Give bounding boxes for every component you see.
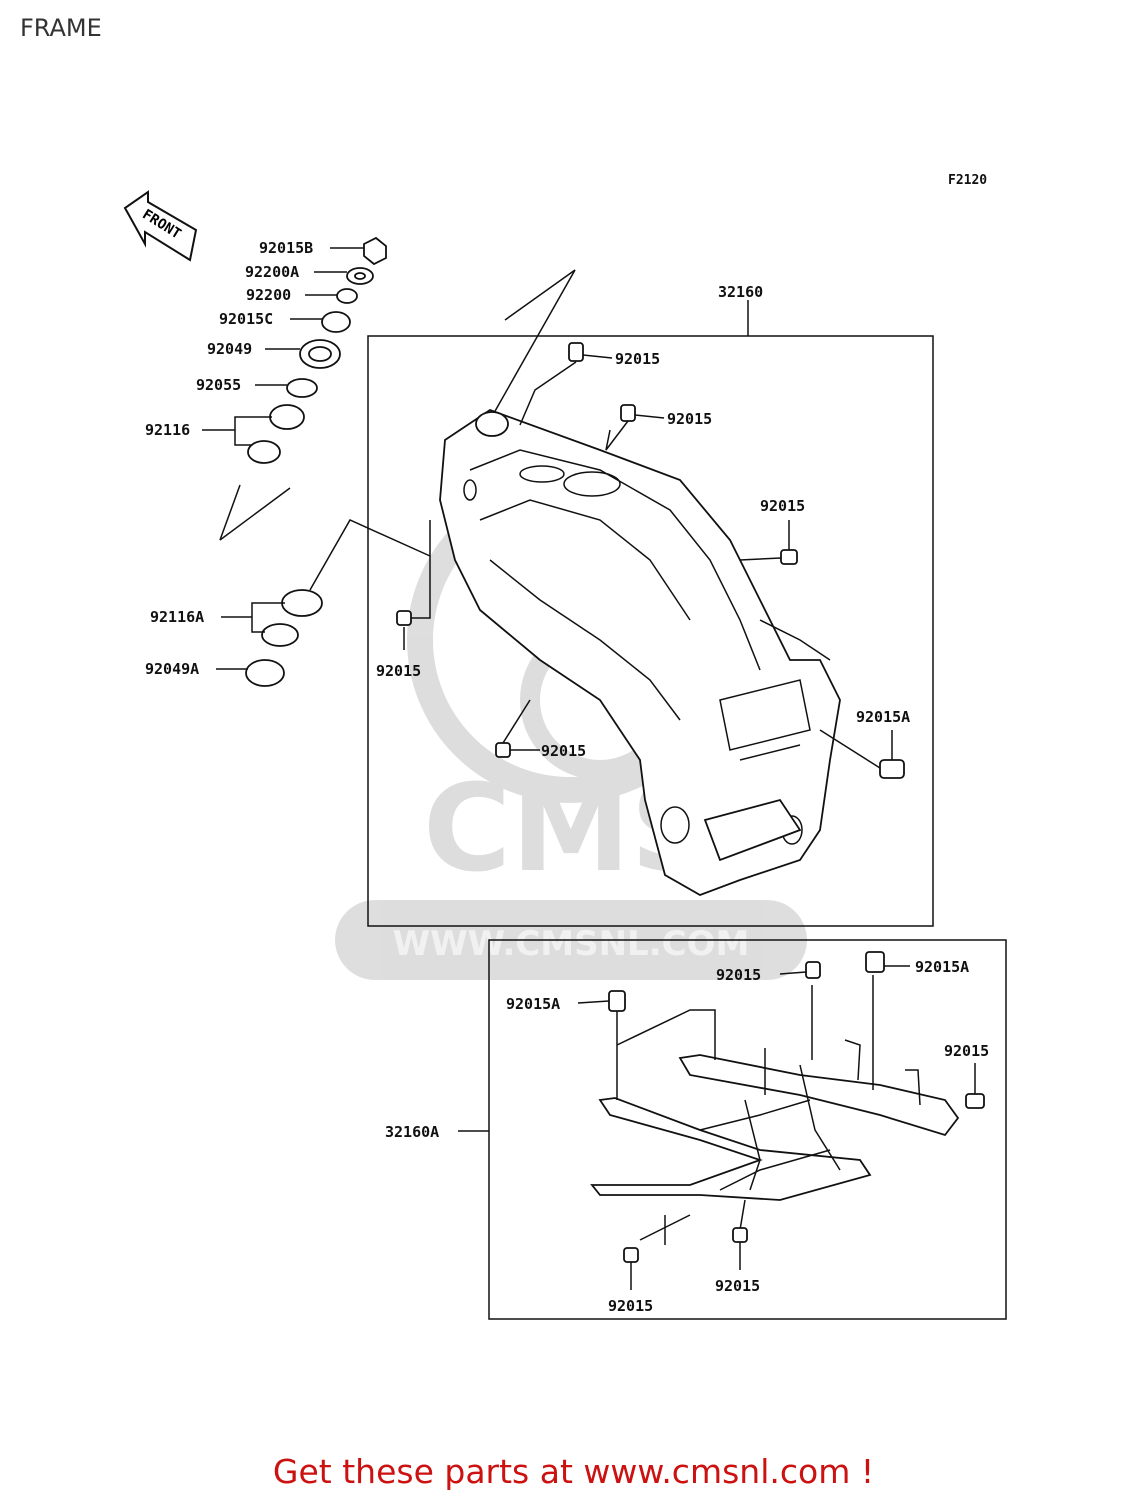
callout-sub-92015-b: 92015 bbox=[944, 1042, 989, 1060]
shop-link-banner[interactable]: Get these parts at www.cmsnl.com ! bbox=[272, 1452, 875, 1491]
callout-main-92015-d: 92015 bbox=[376, 662, 421, 680]
main-frame-box bbox=[367, 335, 934, 927]
frame-parts-diagram: CMS WWW.CMSNL.COM F2120 FRONT bbox=[123, 173, 1007, 1320]
callout-sub-92015-d: 92015 bbox=[608, 1297, 653, 1315]
callout-main-92015-b: 92015 bbox=[667, 410, 712, 428]
callout-main-92015-e: 92015 bbox=[541, 742, 586, 760]
main-frame-drawing bbox=[439, 408, 841, 896]
callout-92200A: 92200A bbox=[245, 263, 299, 281]
callout-92200: 92200 bbox=[246, 286, 291, 304]
steering-stem-parts bbox=[219, 236, 431, 687]
callout-32160A: 32160A bbox=[385, 1123, 439, 1141]
watermark-url-text: WWW.CMSNL.COM bbox=[393, 924, 750, 964]
callout-sub-92015-a: 92015 bbox=[716, 966, 761, 984]
callout-92015B: 92015B bbox=[259, 239, 313, 257]
callout-92049: 92049 bbox=[207, 340, 252, 358]
figure-code: F2120 bbox=[948, 173, 987, 188]
callout-92116A: 92116A bbox=[150, 608, 204, 626]
main-frame-bolt-leaders bbox=[403, 354, 893, 769]
callout-92055: 92055 bbox=[196, 376, 241, 394]
callout-32160: 32160 bbox=[718, 283, 763, 301]
front-direction-arrow: FRONT bbox=[123, 190, 198, 262]
subframe-bolt-leaders bbox=[577, 965, 976, 1290]
callout-92116: 92116 bbox=[145, 421, 190, 439]
subframe-box bbox=[488, 939, 1007, 1320]
callout-92015C: 92015C bbox=[219, 310, 273, 328]
callout-sub-92015A-b: 92015A bbox=[506, 995, 560, 1013]
callout-main-92015-a: 92015 bbox=[615, 350, 660, 368]
subframe-drawing bbox=[590, 975, 960, 1245]
callout-main-92015A: 92015A bbox=[856, 708, 910, 726]
callout-sub-92015A-a: 92015A bbox=[915, 958, 969, 976]
callout-main-92015-c: 92015 bbox=[760, 497, 805, 515]
callout-92049A: 92049A bbox=[145, 660, 199, 678]
steering-leader-lines bbox=[202, 247, 364, 670]
subframe-bolts bbox=[608, 951, 985, 1263]
main-frame-bolts bbox=[396, 342, 905, 779]
page-title: FRAME bbox=[20, 14, 102, 42]
callout-sub-92015-c: 92015 bbox=[715, 1277, 760, 1295]
